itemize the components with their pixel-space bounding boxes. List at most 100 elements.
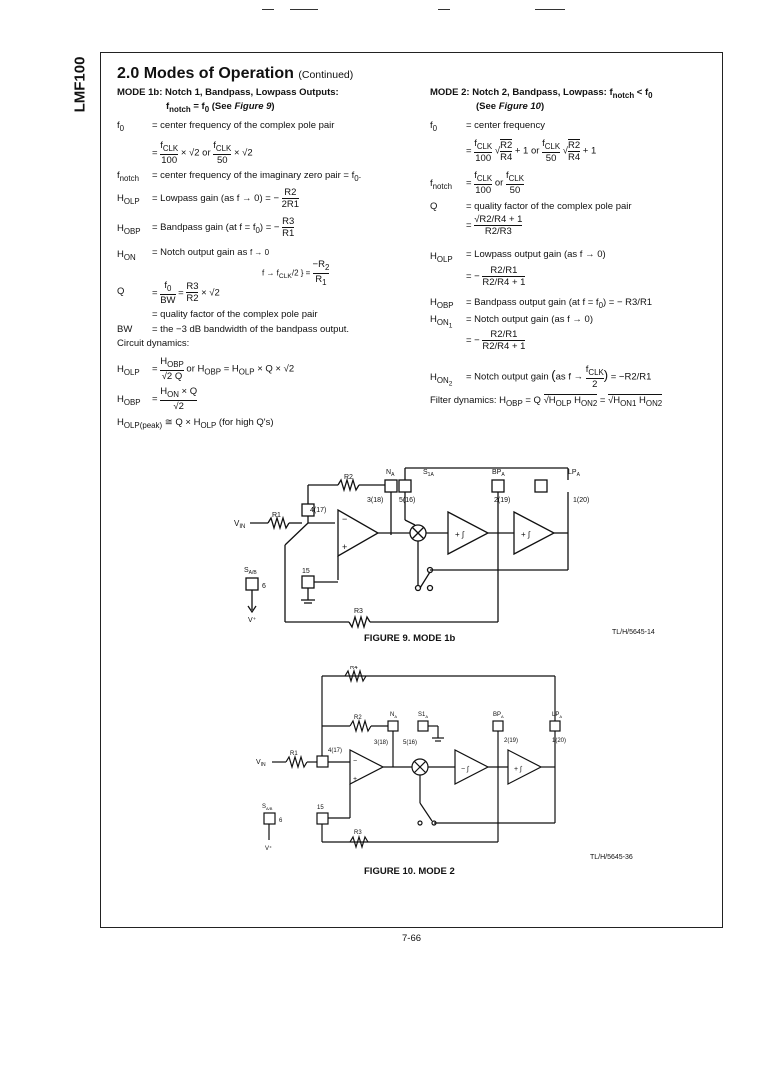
- l-f0: f0: [117, 120, 125, 133]
- svg-text:5(16): 5(16): [399, 497, 415, 504]
- svg-text:6: 6: [279, 818, 283, 824]
- svg-text:15: 15: [302, 568, 310, 575]
- page-number: 7-66: [402, 933, 422, 944]
- r-q-def: = quality factor of the complex pole pai…: [466, 201, 632, 212]
- r-hobp: HOBP: [430, 297, 454, 310]
- svg-text:4(17): 4(17): [310, 507, 326, 514]
- svg-text:V⁺: V⁺: [248, 617, 257, 624]
- r-filter-dyn: Filter dynamics: HOBP = Q √HOLP HON2 = √…: [430, 394, 663, 408]
- svg-text:BPA: BPA: [493, 712, 504, 719]
- svg-text:1(20): 1(20): [573, 497, 589, 504]
- figure10-schematic: R4 R2 NA 3(18) S1A 5(16) BPA 2(19) LPA 1…: [256, 666, 566, 852]
- svg-text:R3: R3: [354, 608, 363, 615]
- r-f0: f0: [430, 120, 438, 133]
- svg-text:R2: R2: [354, 715, 362, 721]
- side-header-text: LMF100: [71, 56, 89, 113]
- section-continued: (Continued): [298, 69, 354, 81]
- svg-text:S1A: S1A: [418, 712, 428, 719]
- section-title-text: 2.0 Modes of Operation: [117, 65, 294, 82]
- l-hon: HON: [117, 249, 136, 262]
- page-frame: [100, 52, 723, 928]
- side-header: LMF100: [71, 52, 96, 122]
- svg-text:SA/B: SA/B: [244, 567, 257, 576]
- svg-text:− ∫: − ∫: [461, 766, 470, 773]
- l-holp: HOLP: [117, 193, 140, 206]
- l-circuit-dyn: Circuit dynamics:: [117, 338, 190, 349]
- svg-text:BPA: BPA: [492, 469, 505, 478]
- r-hon1: HON1: [430, 314, 453, 330]
- svg-text:15: 15: [317, 805, 324, 811]
- svg-text:NA: NA: [390, 712, 397, 719]
- svg-text:4(17): 4(17): [328, 748, 342, 754]
- svg-text:R3: R3: [354, 830, 362, 836]
- svg-text:+ ∫: + ∫: [514, 766, 523, 773]
- svg-text:1(20): 1(20): [552, 738, 566, 744]
- r-fnotch: fnotch: [430, 178, 452, 191]
- svg-text:−: −: [342, 514, 347, 524]
- r-f0-def: = center frequency: [466, 120, 545, 131]
- svg-text:LPA: LPA: [568, 469, 581, 478]
- svg-text:VIN: VIN: [256, 759, 266, 768]
- figure10-tl: TL/H/5645-36: [590, 854, 633, 861]
- l-bw: BW: [117, 324, 133, 335]
- r-hon2: HON2: [430, 372, 453, 388]
- svg-text:2(19): 2(19): [504, 738, 518, 744]
- l-hobp2: HOBP: [117, 394, 141, 407]
- r-holp: HOLP: [430, 251, 453, 264]
- l-fnotch: fnotch: [117, 170, 139, 183]
- svg-text:R2: R2: [344, 474, 353, 481]
- svg-text:6: 6: [262, 583, 266, 590]
- l-hobp: HOBP: [117, 223, 141, 236]
- r-hobp-def: = Bandpass output gain (at f = f0) = − R…: [466, 297, 653, 310]
- r-holp-def: = Lowpass output gain (as f → 0): [466, 249, 606, 260]
- figure9-tl: TL/H/5645-14: [612, 629, 655, 636]
- l-holp2-def: = HOBP√2 Q or HOBP = HOLP × Q × √2: [152, 356, 295, 382]
- svg-text:NA: NA: [386, 469, 395, 478]
- section-title: 2.0 Modes of Operation (Continued): [117, 65, 353, 83]
- svg-text:5(16): 5(16): [403, 740, 417, 746]
- svg-text:3(18): 3(18): [374, 740, 388, 746]
- svg-text:+ ∫: + ∫: [455, 530, 465, 539]
- svg-text:−: −: [353, 758, 357, 765]
- mode2-heading2: (See Figure 10): [476, 101, 545, 112]
- svg-text:+: +: [353, 776, 357, 783]
- svg-text:R4: R4: [350, 666, 358, 671]
- svg-text:S1A: S1A: [423, 469, 434, 478]
- r-hon1-def: = Notch output gain (as f → 0): [466, 314, 593, 325]
- svg-text:+ ∫: + ∫: [521, 530, 531, 539]
- l-fnotch-def: = center frequency of the imaginary zero…: [152, 170, 362, 183]
- l-holppeak: HOLP(peak) ≅ Q × HOLP (for high Q's): [117, 417, 274, 430]
- svg-text:3(18): 3(18): [367, 497, 383, 504]
- l-q: Q: [117, 286, 125, 297]
- svg-text:R1: R1: [272, 512, 281, 519]
- figure10-caption: FIGURE 10. MODE 2: [364, 866, 455, 877]
- figure9-caption: FIGURE 9. MODE 1b: [364, 633, 456, 644]
- svg-text:+: +: [342, 542, 347, 552]
- l-hon-def: = Notch output gain as f → 0: [152, 247, 270, 258]
- svg-text:2(19): 2(19): [494, 497, 510, 504]
- svg-text:VIN: VIN: [234, 519, 245, 530]
- svg-text:LPA: LPA: [552, 712, 562, 719]
- svg-text:SA/B: SA/B: [262, 804, 273, 811]
- mode1b-heading: MODE 1b: Notch 1, Bandpass, Lowpass Outp…: [117, 87, 339, 98]
- l-bw-def: = the −3 dB bandwidth of the bandpass ou…: [152, 324, 350, 335]
- l-hobp2-def: = HON × Q√2: [152, 386, 198, 412]
- l-holp2: HOLP: [117, 364, 140, 377]
- l-f0-def: = center frequency of the complex pole p…: [152, 120, 335, 131]
- svg-text:R1: R1: [290, 751, 298, 757]
- figure9-schematic: VIN R1 4(17) R2 NA 3(18) − + S1A 5(16) +…: [234, 467, 589, 630]
- mode1b-heading2: fnotch = f0 (See Figure 9): [166, 101, 275, 114]
- svg-text:V⁺: V⁺: [265, 845, 272, 852]
- mode2-heading: MODE 2: Notch 2, Bandpass, Lowpass: fnot…: [430, 87, 653, 100]
